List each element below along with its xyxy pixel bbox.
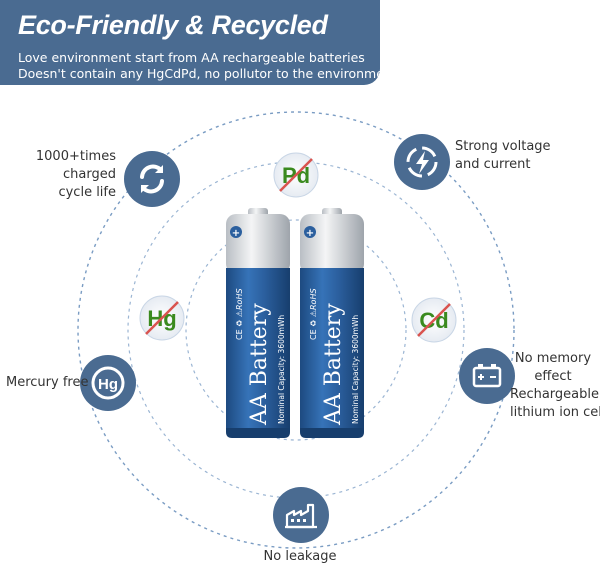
- svg-text:Hg: Hg: [98, 376, 118, 393]
- outer-ring: [77, 111, 515, 549]
- inner-ring: [185, 219, 407, 441]
- banner-line-1: Love environment start from AA rechargea…: [18, 50, 365, 65]
- battery-right-brand: AA Battery: [321, 303, 346, 426]
- strong-voltage-label: Strong voltage and current: [455, 139, 551, 172]
- factory-icon: [273, 487, 329, 543]
- no-memory-label: No memory effect Rechargeable lithium io…: [510, 351, 600, 420]
- svg-text:+: +: [232, 228, 240, 239]
- svg-text:CE ♻ ⚠: CE ♻ ⚠: [309, 310, 318, 340]
- lightning-icon: [394, 134, 450, 190]
- svg-text:CE ♻ ⚠: CE ♻ ⚠: [235, 310, 244, 340]
- mercury-free-label: Mercury free: [6, 375, 89, 390]
- battery-left: + AA Battery RoHS CE ♻ ⚠ Nominal Capacit…: [226, 208, 290, 438]
- battery-left-brand: AA Battery: [247, 303, 272, 426]
- battery-right-capacity: Nominal Capacity: 3600mWh: [351, 315, 360, 424]
- hg-free-badge: Hg: [139, 295, 185, 341]
- no-leakage-label: No leakage: [263, 549, 337, 564]
- battery-icon: [459, 348, 515, 404]
- pd-free-badge: Pd: [273, 152, 319, 198]
- cd-free-badge: Cd: [411, 297, 457, 343]
- battery-left-capacity: Nominal Capacity: 3600mWh: [277, 315, 286, 424]
- banner-line-2: Doesn't contain any HgCdPd, no pollutor …: [18, 66, 397, 81]
- banner-title: Eco-Friendly & Recycled: [18, 10, 328, 40]
- refresh-icon: [124, 151, 180, 207]
- hg-icon: Hg: [80, 355, 136, 411]
- battery-right: + AA Battery RoHS CE ♻ ⚠ Nominal Capacit…: [300, 208, 364, 438]
- cycle-life-label: 1000+times charged cycle life: [35, 149, 116, 200]
- battery-left-marks: RoHS: [235, 288, 244, 310]
- battery-right-marks: RoHS: [309, 288, 318, 310]
- header-banner: Eco-Friendly & Recycled Love environment…: [0, 0, 397, 85]
- svg-text:+: +: [306, 228, 314, 239]
